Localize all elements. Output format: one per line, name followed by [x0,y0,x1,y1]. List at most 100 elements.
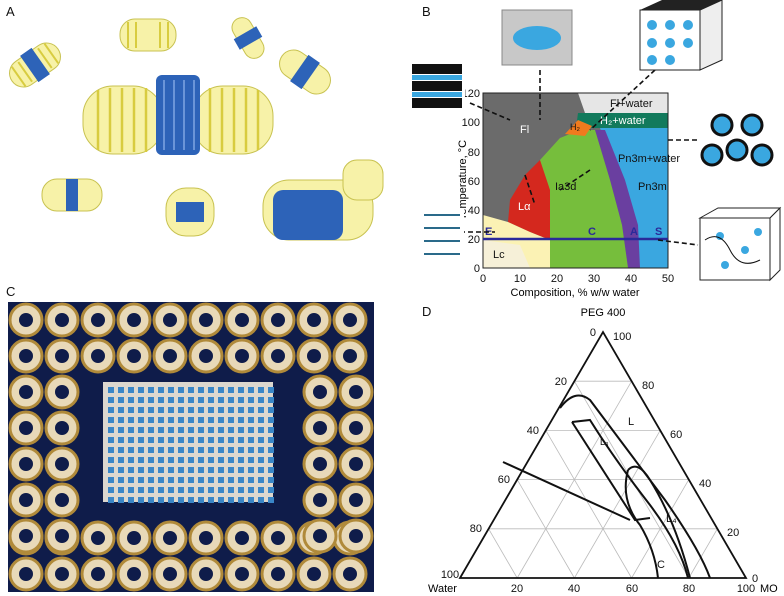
lattice-cell [258,387,264,393]
region-label-l: L [628,416,634,428]
panel-c-letter: C [6,284,16,299]
lipid-cylinder [116,556,152,592]
left-tick: 0 [590,327,596,339]
lattice-cell [248,387,254,393]
y-tick: 40 [468,205,480,217]
lattice-cell [238,487,244,493]
lattice-cell [248,397,254,403]
lattice-cell [248,407,254,413]
lattice-cell [138,487,144,493]
bicelle-right [279,49,331,95]
lipid-cylinder [44,374,80,410]
lattice-cell [158,457,164,463]
lipid-cylinder [260,338,296,374]
inset-cubic-bottom-right [698,206,782,282]
lipid-cylinder [338,374,374,410]
lattice-cell [238,457,244,463]
x-tick: 0 [480,273,486,285]
lattice-cell [238,497,244,503]
lattice-cell [228,397,234,403]
lipid-cylinder [152,556,188,592]
phase-label-pn3m: Pn3m [638,181,667,193]
lattice-cell [148,397,154,403]
lattice-cell [238,397,244,403]
phase-label-fl-water: Fl+water [610,98,653,110]
lattice-cell [238,467,244,473]
lipid-cylinder [338,410,374,446]
lattice-cell [188,497,194,503]
lattice-cell [158,397,164,403]
lattice-cell [208,387,214,393]
bottom-tick: 100 [737,583,755,595]
phase-label-h2: H₂ [570,122,580,132]
lipid-cylinder [8,410,44,446]
lipid-cylinder [44,410,80,446]
y-tick: 80 [468,147,480,159]
lattice-cell [198,387,204,393]
lattice-cell [148,457,154,463]
inset-lamellar-top [410,62,465,110]
lattice-cell [238,477,244,483]
lattice-cell [208,417,214,423]
lipid-cylinder [8,556,44,592]
x-tick: 20 [551,273,563,285]
lattice-cell [148,417,154,423]
lattice-cell [218,477,224,483]
x-tick: 40 [625,273,637,285]
lipid-cylinder [8,482,44,518]
lattice-cell [108,397,114,403]
lattice-cell [198,497,204,503]
lattice-cell [158,487,164,493]
lipid-cylinder [224,556,260,592]
lipid-cylinder [302,482,338,518]
lattice-cell [168,457,174,463]
left-tick: 20 [555,376,567,388]
lattice-cell [178,447,184,453]
lattice-cell [268,467,274,473]
lattice-cell [138,437,144,443]
lipid-cylinder [152,338,188,374]
lipid-cylinder [302,446,338,482]
lipid-cylinder [338,482,374,518]
panel-a-letter: A [6,4,15,19]
x-axis-label: Composition, % w/w water [511,287,640,299]
y-axis-ticks: 0 20 40 60 80 100 120 [462,88,480,275]
lipid-cylinder [332,556,368,592]
lattice-cell [228,417,234,423]
lattice-cell [198,487,204,493]
lattice-cell [208,497,214,503]
lattice-cell [218,467,224,473]
point-label-c: C [588,226,596,238]
lattice-cell [138,497,144,503]
lattice-cell [258,447,264,453]
y-tick: 60 [468,176,480,188]
lattice-cell [258,477,264,483]
lattice-cell [268,447,274,453]
lattice-cell [248,447,254,453]
lattice-cell [268,497,274,503]
lattice-cell [138,417,144,423]
lattice-cell [188,467,194,473]
lipid-cylinder [296,338,332,374]
lipid-cylinder [188,302,224,338]
lipid-cylinder [116,338,152,374]
lattice-cell [108,417,114,423]
lattice-cell [148,487,154,493]
lattice-cell [228,387,234,393]
lattice-cell [248,417,254,423]
lattice-cell [178,417,184,423]
lattice-cell [218,447,224,453]
lattice-cell [168,437,174,443]
lattice-cell [118,487,124,493]
lattice-cell [138,467,144,473]
lattice-cell [168,497,174,503]
lattice-cell [188,417,194,423]
lipid-cylinder [116,520,152,556]
lattice-cell [228,427,234,433]
inset-hexagonal-right [700,105,775,175]
bicelle-top-right [231,17,265,59]
lipid-cylinder [224,338,260,374]
lattice-cell [168,487,174,493]
lipid-cylinder [8,374,44,410]
lattice-cell [158,407,164,413]
